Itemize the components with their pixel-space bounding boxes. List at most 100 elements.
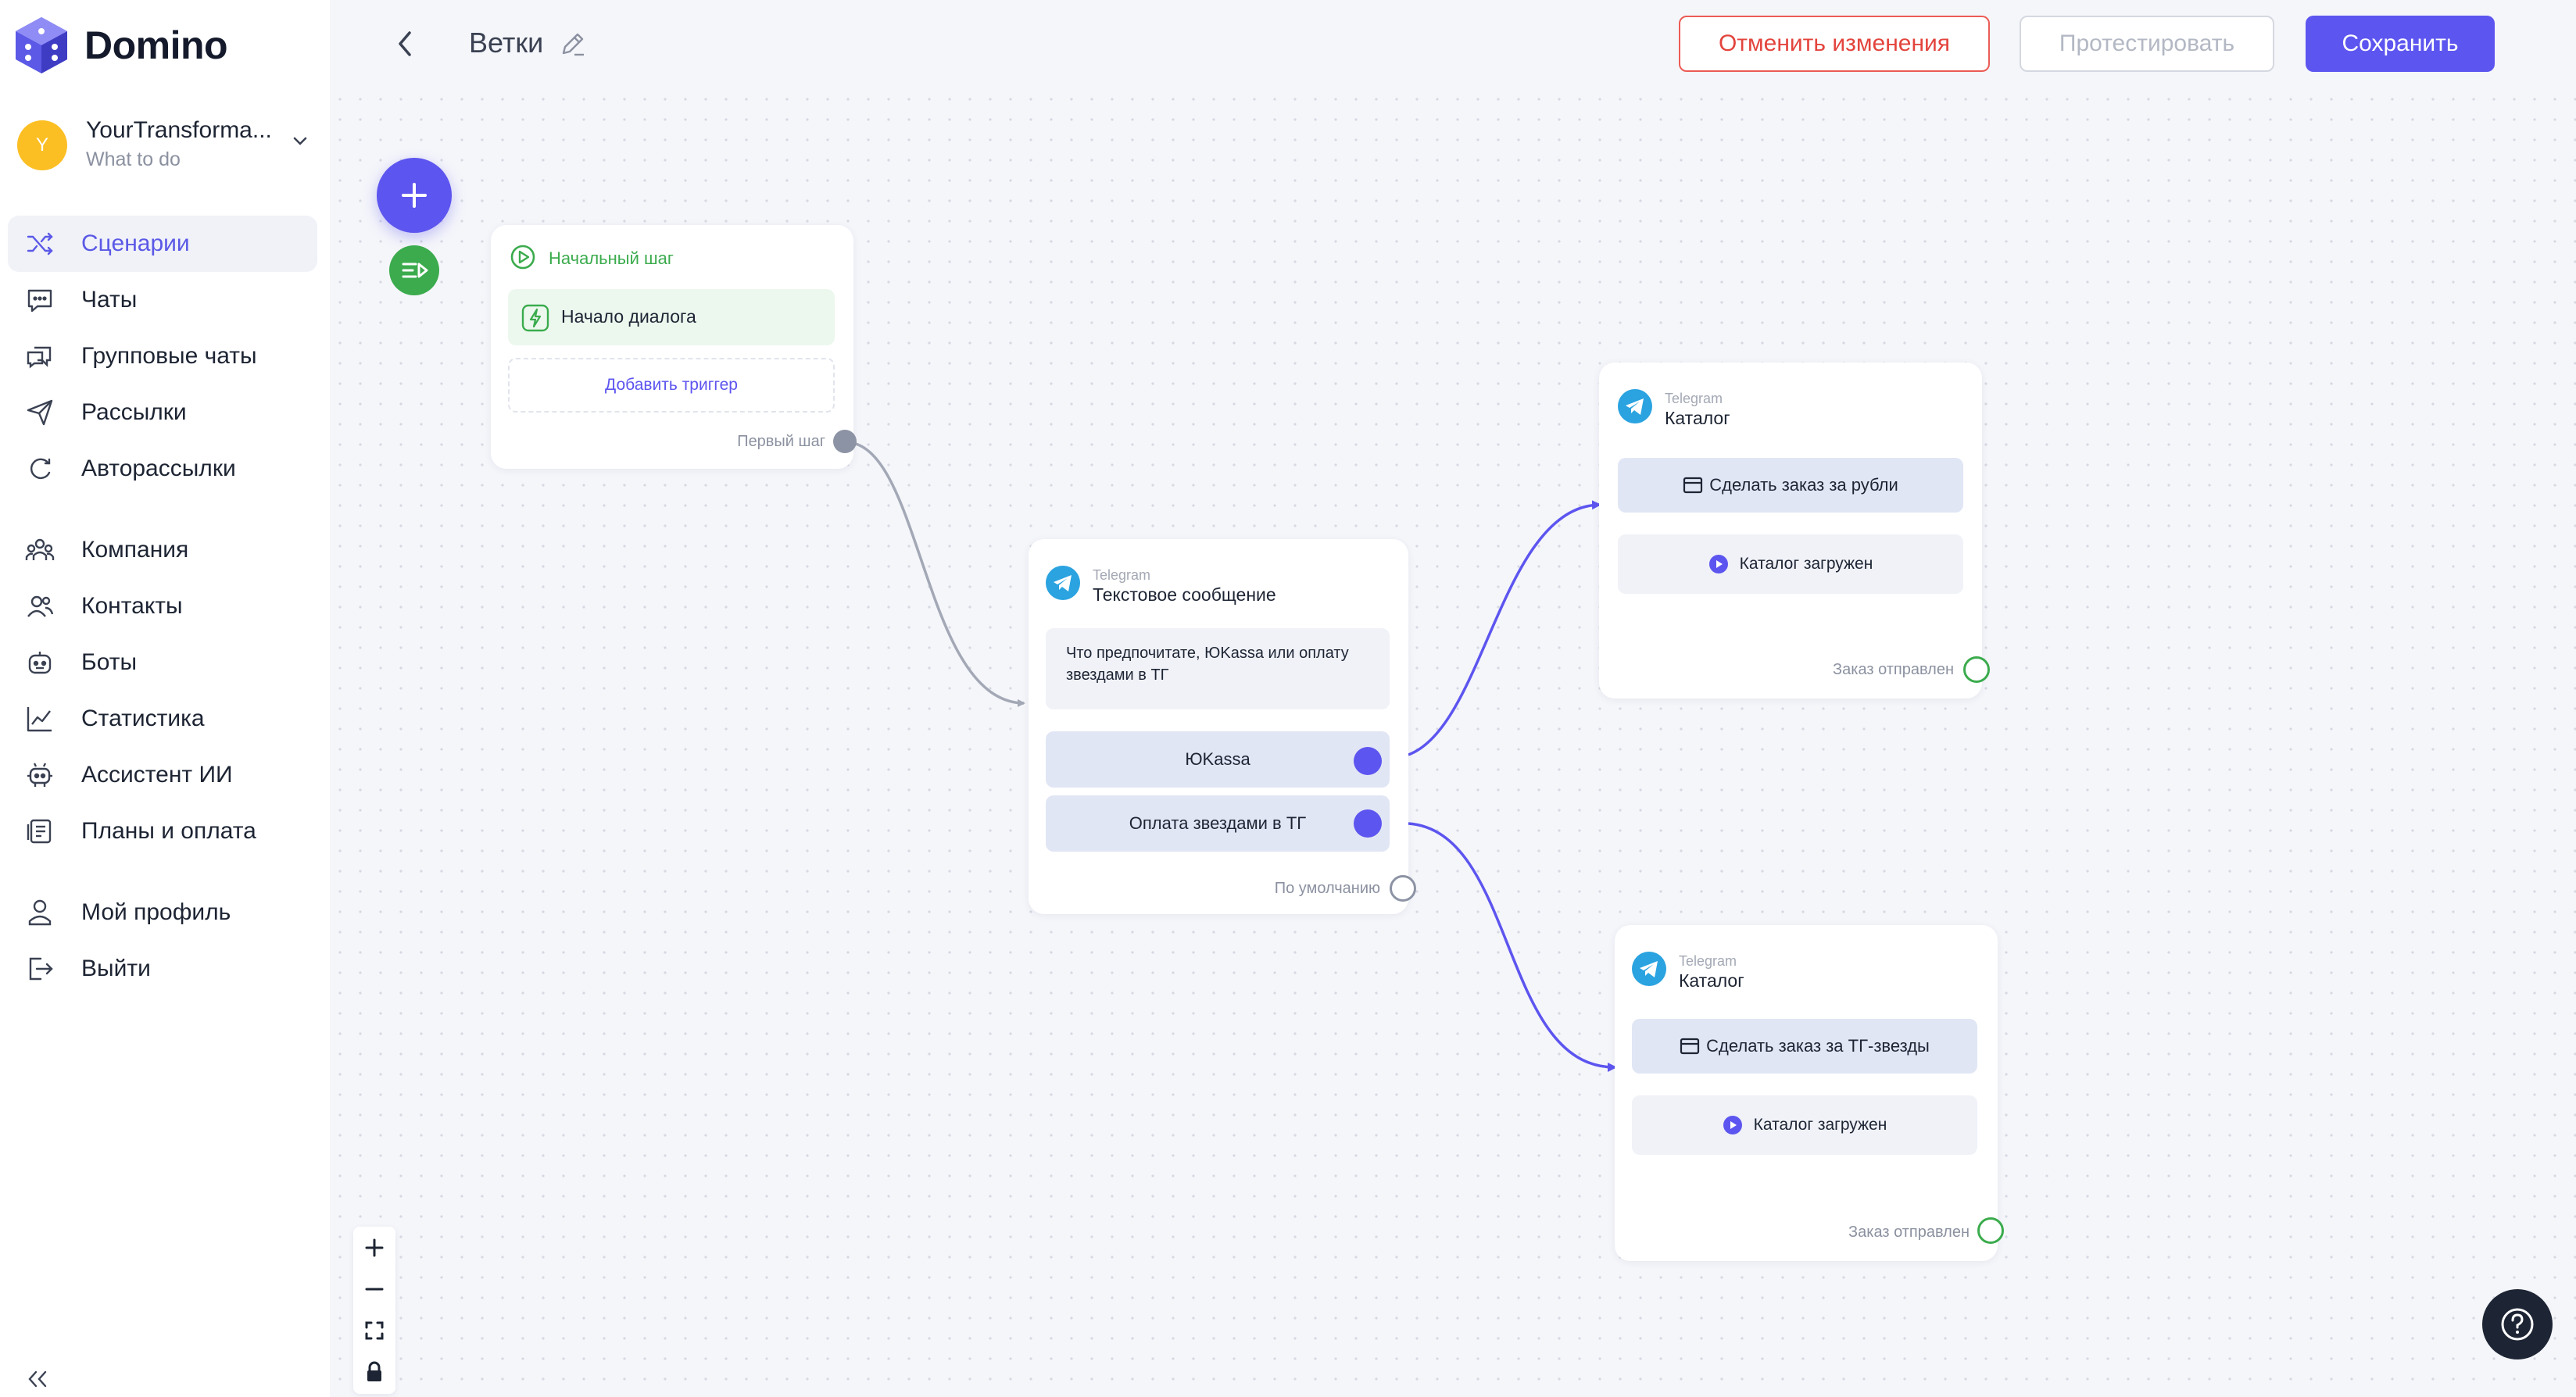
lock-icon — [367, 1361, 381, 1381]
output-label: Заказ отправлен — [1848, 1224, 1970, 1241]
test-button[interactable]: Протестировать — [2020, 16, 2274, 72]
catalog-action-button[interactable]: Сделать заказ за рубли — [1618, 458, 1963, 513]
fit-view-button[interactable] — [353, 1309, 395, 1351]
workspace-subtitle: What to do — [86, 148, 181, 170]
reply-button-stars[interactable]: Оплата звездами в ТГ — [1046, 795, 1390, 852]
play-icon — [1723, 1116, 1742, 1134]
sidebar-item-auto-mailings[interactable]: Авторассылки — [8, 441, 317, 497]
cancel-changes-button[interactable]: Отменить изменения — [1679, 16, 1990, 72]
sidebar-item-scenarios[interactable]: Сценарии — [8, 216, 317, 272]
billing-icon — [27, 819, 52, 844]
sidebar-item-chats[interactable]: Чаты — [8, 272, 317, 328]
platform-label: Telegram — [1665, 391, 1723, 406]
sidebar-item-label: Ассистент ИИ — [81, 762, 233, 788]
sidebar-item-label: Статистика — [81, 706, 205, 731]
catalog-action-button[interactable]: Сделать заказ за ТГ-звезды — [1632, 1019, 1977, 1074]
collapse-sidebar-icon[interactable] — [23, 1367, 50, 1391]
catalog-event-label: Каталог загружен — [1753, 1116, 1887, 1134]
button-port[interactable] — [1354, 747, 1382, 775]
sidebar-item-ai-assistant[interactable]: Ассистент ИИ — [8, 747, 317, 803]
lock-button[interactable] — [353, 1351, 395, 1392]
minus-icon — [365, 1288, 384, 1290]
company-icon — [25, 538, 55, 560]
play-circle-icon — [510, 245, 535, 270]
catalog-event-item[interactable]: Каталог загружен — [1632, 1095, 1977, 1155]
app-name: Domino — [84, 23, 228, 67]
back-arrow-icon[interactable] — [391, 28, 419, 59]
telegram-icon — [1046, 566, 1080, 600]
output-port[interactable] — [833, 430, 857, 453]
sidebar-item-label: Выйти — [81, 956, 151, 981]
plus-icon — [402, 183, 427, 208]
workspace-avatar: Y — [17, 120, 67, 170]
workspace-switcher[interactable]: Y YourTransforma... What to do — [17, 116, 314, 177]
sidebar-item-label: Рассылки — [81, 399, 187, 425]
sidebar-item-contacts[interactable]: Контакты — [8, 578, 317, 634]
card-icon — [1680, 1038, 1700, 1055]
steps-list-button[interactable] — [389, 245, 439, 295]
start-step-node[interactable]: Начальный шаг Начало диалога Добавить тр… — [491, 225, 857, 469]
zoom-controls — [353, 1227, 395, 1394]
sidebar-item-label: Групповые чаты — [81, 343, 257, 369]
button-port[interactable] — [1354, 809, 1382, 838]
workspace-name: YourTransforma... — [86, 117, 272, 143]
page-title: Ветки — [469, 27, 544, 59]
pencil-icon[interactable] — [559, 30, 587, 58]
trigger-item[interactable]: Начало диалога — [508, 289, 835, 345]
catalog-event-label: Каталог загружен — [1739, 555, 1873, 573]
node-title: Каталог — [1665, 408, 1730, 428]
profile-icon — [28, 899, 52, 926]
app-logo[interactable]: Domino — [14, 16, 228, 75]
catalog-rub-node[interactable]: Telegram Каталог Сделать заказ за рубли … — [1599, 363, 1990, 698]
output-label: Заказ отправлен — [1833, 661, 1954, 678]
default-label: По умолчанию — [1274, 880, 1380, 897]
sidebar-item-label: Боты — [81, 649, 138, 675]
list-play-icon — [402, 263, 428, 278]
catalog-stars-node[interactable]: Telegram Каталог Сделать заказ за ТГ-зве… — [1615, 925, 2004, 1261]
ai-assistant-icon — [27, 763, 52, 787]
start-step-title: Начальный шаг — [549, 248, 674, 268]
sidebar-item-logout[interactable]: Выйти — [8, 941, 317, 997]
catalog-event-item[interactable]: Каталог загружен — [1618, 534, 1963, 594]
sidebar-item-label: Чаты — [81, 287, 138, 313]
sidebar-item-group-chats[interactable]: Групповые чаты — [8, 328, 317, 384]
telegram-icon — [1632, 952, 1666, 986]
sidebar-item-label: Контакты — [81, 593, 183, 619]
zoom-in-button[interactable] — [353, 1227, 395, 1268]
sidebar-item-profile[interactable]: Мой профиль — [8, 884, 317, 941]
output-port[interactable] — [1963, 656, 1990, 683]
sidebar: Domino Y YourTransforma... What to do Сц… — [0, 0, 330, 1397]
sidebar-item-label: Мой профиль — [81, 899, 231, 925]
contacts-icon — [27, 595, 54, 617]
node-title: Текстовое сообщение — [1093, 584, 1276, 605]
sidebar-item-company[interactable]: Компания — [8, 522, 317, 578]
auto-send-icon — [30, 458, 51, 480]
platform-label: Telegram — [1679, 953, 1737, 969]
stats-icon — [27, 707, 52, 732]
zoom-out-button[interactable] — [353, 1268, 395, 1309]
telegram-icon — [1618, 389, 1652, 423]
add-step-button[interactable] — [377, 158, 452, 233]
sidebar-item-statistics[interactable]: Статистика — [8, 691, 317, 747]
message-text[interactable]: Что предпочитате, ЮKassa или оплату звез… — [1046, 628, 1390, 709]
text-message-node[interactable]: Telegram Текстовое сообщение Что предпоч… — [1029, 539, 1416, 914]
sidebar-item-label: Планы и оплата — [81, 818, 256, 844]
reply-button-yukassa[interactable]: ЮKassa — [1046, 731, 1390, 788]
output-label: Первый шаг — [737, 433, 825, 450]
sidebar-item-mailings[interactable]: Рассылки — [8, 384, 317, 441]
lightning-icon — [521, 304, 549, 332]
default-port[interactable] — [1390, 875, 1416, 902]
domino-logo-icon — [16, 17, 67, 73]
add-trigger-button[interactable]: Добавить триггер — [508, 358, 835, 413]
sidebar-item-bots[interactable]: Боты — [8, 634, 317, 691]
chevron-down-icon — [293, 137, 307, 145]
trigger-label: Начало диалога — [561, 306, 696, 327]
save-button[interactable]: Сохранить — [2306, 16, 2495, 72]
node-title: Каталог — [1679, 970, 1744, 991]
help-button[interactable] — [2482, 1289, 2553, 1359]
logout-icon — [29, 957, 53, 981]
output-port[interactable] — [1977, 1217, 2004, 1244]
sidebar-item-billing[interactable]: Планы и оплата — [8, 803, 317, 859]
chat-icon — [27, 289, 52, 313]
send-icon — [27, 399, 53, 426]
